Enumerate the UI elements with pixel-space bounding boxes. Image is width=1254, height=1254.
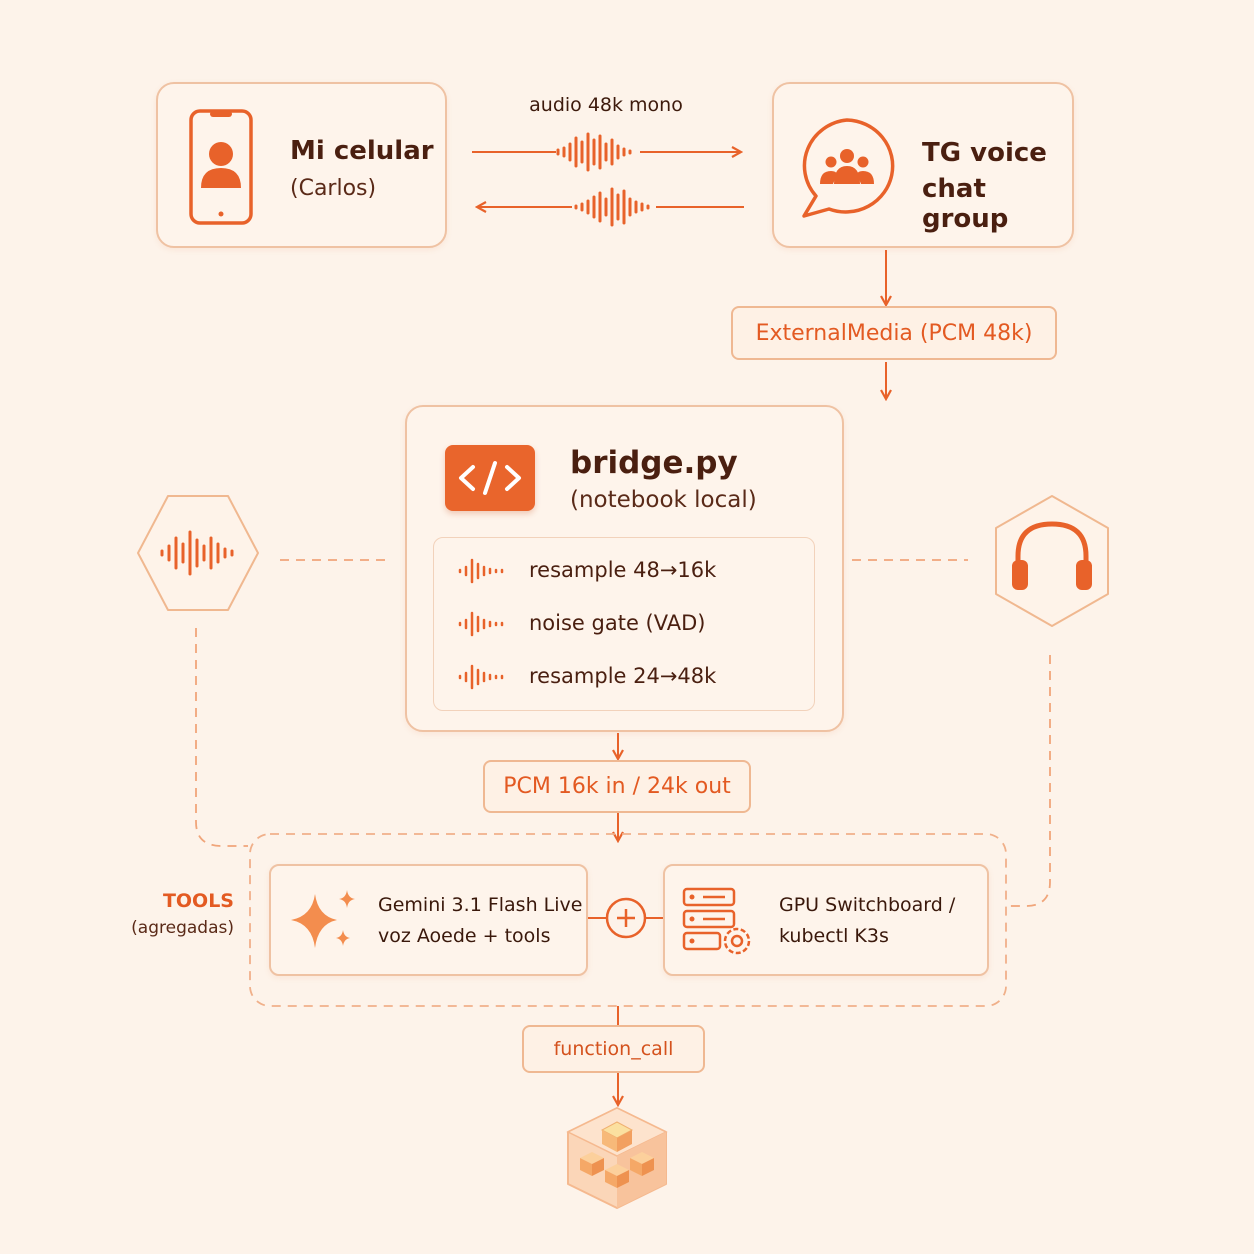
- gpu-title: GPU Switchboard /: [779, 894, 956, 916]
- tools-label: TOOLS: [162, 890, 234, 912]
- dashed-wave-tools: [195, 628, 248, 847]
- gemini-title: Gemini 3.1 Flash Live: [378, 894, 583, 916]
- phone-card: Mi celular (Carlos): [156, 82, 447, 248]
- bridge-step-label: noise gate (VAD): [529, 611, 706, 635]
- phone-title: Mi celular: [290, 136, 434, 166]
- server-gear-icon: [682, 887, 751, 955]
- group-title-line2: chat group: [922, 174, 1009, 234]
- cube-icon: [566, 1107, 668, 1209]
- waveform-icon: [556, 132, 632, 172]
- gemini-card: Gemini 3.1 Flash Live voz Aoede + tools: [269, 864, 588, 976]
- waveform-icon: [458, 664, 504, 690]
- gpu-card: GPU Switchboard / kubectl K3s: [663, 864, 989, 976]
- bridge-steps-panel: resample 48→16k noise gate (VAD) resampl…: [433, 537, 815, 711]
- audio-link-label: audio 48k mono: [529, 94, 683, 116]
- pcm-label: PCM 16k in / 24k out: [483, 760, 751, 813]
- bridge-subtitle: (notebook local): [570, 487, 757, 513]
- waveform-icon: [574, 187, 650, 227]
- bridge-title: bridge.py: [570, 445, 738, 481]
- plus-icon: [588, 897, 664, 939]
- gemini-subtitle: voz Aoede + tools: [378, 925, 551, 947]
- dashed-headphones-tools: [1010, 655, 1051, 907]
- bridge-step-label: resample 24→48k: [529, 664, 717, 688]
- group-chat-icon: [802, 118, 895, 218]
- headphones-hexagon-icon: [995, 495, 1109, 627]
- waveform-icon: [458, 558, 504, 584]
- waveform-hexagon-icon: [137, 495, 259, 611]
- tools-sublabel: (agregadas): [131, 918, 234, 938]
- function-call-label: function_call: [522, 1025, 705, 1073]
- waveform-icon: [458, 611, 504, 637]
- phone-subtitle: (Carlos): [290, 176, 377, 201]
- bridge-step-label: resample 48→16k: [529, 558, 717, 582]
- tools-group-boundary: [249, 833, 1007, 1007]
- group-card: TG voice chat group: [772, 82, 1074, 248]
- external-media-label: ExternalMedia (PCM 48k): [731, 306, 1057, 360]
- group-title-line1: TG voice: [922, 138, 1047, 168]
- code-icon: [445, 445, 535, 511]
- gpu-subtitle: kubectl K3s: [779, 925, 889, 947]
- sparkle-icon: [291, 890, 355, 948]
- phone-icon: [189, 109, 253, 225]
- bridge-card: bridge.py (notebook local) resample 48→1…: [405, 405, 844, 732]
